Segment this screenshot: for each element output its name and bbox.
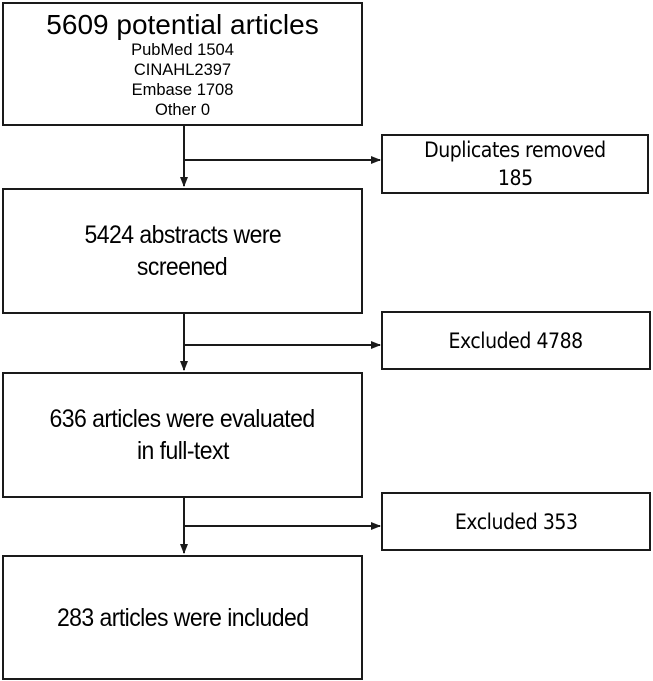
excluded-fulltext-label: Excluded 353 xyxy=(454,509,578,534)
excluded-screening-box: Excluded 4788 xyxy=(381,311,651,370)
eligibility-line1: 636 articles were evaluated xyxy=(49,405,316,433)
eligibility-box: 636 articles were evaluated in full-text xyxy=(2,372,363,498)
excluded-screening-label: Excluded 4788 xyxy=(448,328,584,353)
duplicates-label: Duplicates removed xyxy=(424,138,606,162)
source-embase: Embase 1708 xyxy=(131,80,234,99)
screening-box: 5424 abstracts were screened xyxy=(2,188,363,314)
eligibility-line2: in full-text xyxy=(136,437,229,465)
identification-box: 5609 potential articles PubMed 1504 CINA… xyxy=(2,2,363,126)
screening-line2: screened xyxy=(137,253,228,281)
source-pubmed: PubMed 1504 xyxy=(131,40,234,59)
duplicates-count: 185 xyxy=(497,166,533,190)
source-other: Other 0 xyxy=(154,100,211,119)
identification-title: 5609 potential articles xyxy=(46,8,319,40)
included-label: 283 articles were included xyxy=(56,603,309,632)
included-box: 283 articles were included xyxy=(2,555,363,680)
excluded-fulltext-box: Excluded 353 xyxy=(381,492,651,551)
screening-line1: 5424 abstracts were xyxy=(84,221,281,249)
source-cinahl: CINAHL2397 xyxy=(133,60,232,79)
duplicates-box: Duplicates removed 185 xyxy=(381,134,649,194)
